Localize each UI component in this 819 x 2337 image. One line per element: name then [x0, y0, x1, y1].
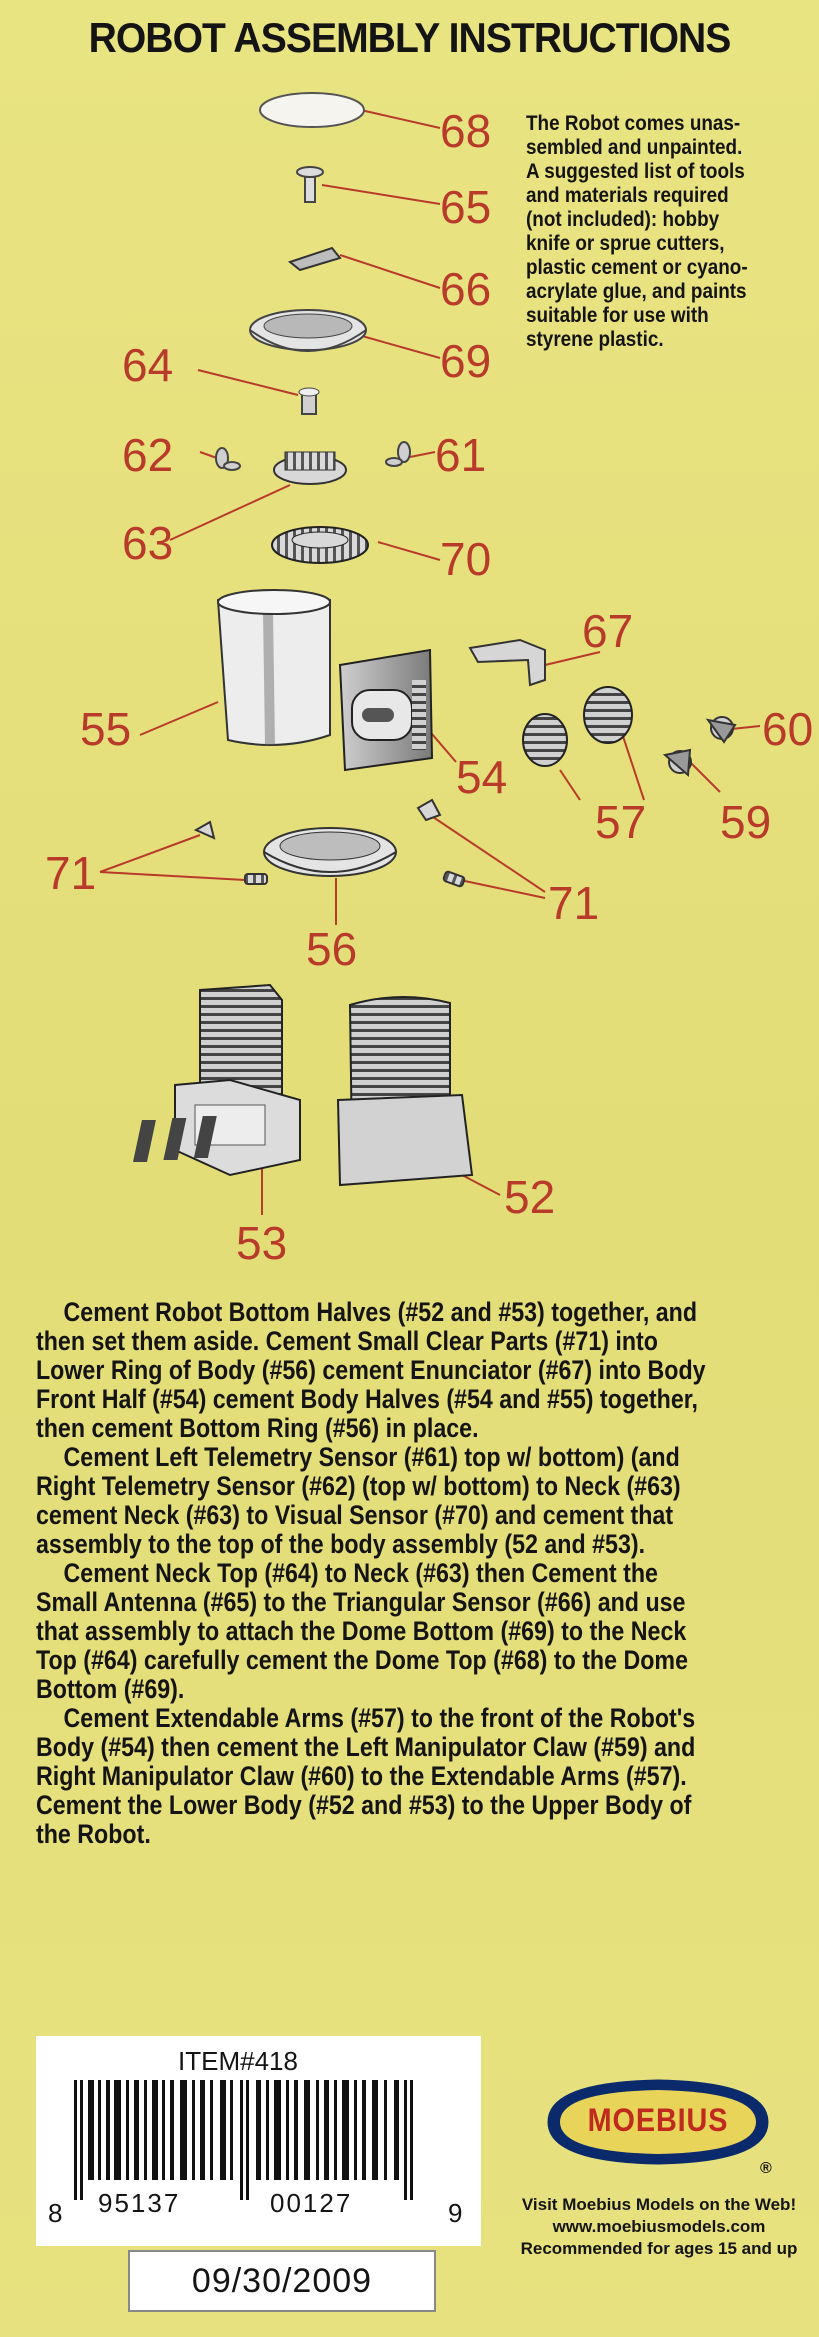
- callout-70: 70: [440, 533, 492, 585]
- moebius-logo: [547, 2079, 769, 2165]
- barcode-digits-left: 95137: [98, 2188, 181, 2218]
- date-stamp: 09/30/2009: [128, 2250, 436, 2312]
- callout-52: 52: [504, 1171, 556, 1223]
- step-paragraph: Cement Robot Bottom Halves (#52 and #53)…: [36, 1297, 706, 1443]
- exploded-parts-diagram: [99, 92, 761, 1215]
- web-url: www.moebiusmodels.com: [552, 2217, 766, 2236]
- callout-56: 56: [306, 923, 358, 975]
- barcode-digits-right: 00127: [270, 2188, 353, 2218]
- page-title: ROBOT ASSEMBLY INSTRUCTIONS: [88, 14, 732, 61]
- assembly-steps: Cement Robot Bottom Halves (#52 and #53)…: [36, 1298, 715, 1849]
- callout-67: 67: [582, 605, 634, 657]
- step-paragraph: Cement Neck Top (#64) to Neck (#63) then…: [36, 1558, 689, 1704]
- callout-65: 65: [440, 181, 492, 233]
- callout-68: 68: [440, 105, 492, 157]
- barcode-bars: [74, 2080, 413, 2200]
- leader-lines: [99, 107, 761, 1215]
- callout-61: 61: [435, 429, 487, 481]
- item-number: ITEM#418: [178, 2046, 298, 2076]
- callout-55: 55: [80, 703, 132, 755]
- callout-54: 54: [456, 751, 508, 803]
- callout-57: 57: [595, 796, 647, 848]
- step-paragraph: Cement Extendable Arms (#57) to the fron…: [36, 1703, 696, 1849]
- intro-text: The Robot comes unas- sembled and unpain…: [526, 112, 748, 351]
- callout-59: 59: [720, 796, 772, 848]
- age-recommendation: Recommended for ages 15 and up: [520, 2239, 798, 2258]
- barcode-digit-first: 8: [48, 2198, 63, 2228]
- web-info: Visit Moebius Models on the Web! www.moe…: [494, 2194, 819, 2260]
- web-line: Visit Moebius Models on the Web!: [521, 2195, 797, 2214]
- callout-64: 64: [122, 339, 174, 391]
- callout-71-left: 71: [45, 847, 97, 899]
- callout-62: 62: [122, 429, 174, 481]
- callout-71-right: 71: [548, 877, 600, 929]
- callout-53: 53: [236, 1217, 288, 1269]
- step-paragraph: Cement Left Telemetry Sensor (#61) top w…: [36, 1442, 681, 1559]
- logo-text: MOEBIUS: [587, 2102, 729, 2138]
- callout-63: 63: [122, 517, 174, 569]
- registered-mark: ®: [760, 2160, 772, 2177]
- callout-60: 60: [762, 703, 814, 755]
- callout-69: 69: [440, 335, 492, 387]
- barcode-digit-last: 9: [448, 2198, 463, 2228]
- callout-66: 66: [440, 263, 492, 315]
